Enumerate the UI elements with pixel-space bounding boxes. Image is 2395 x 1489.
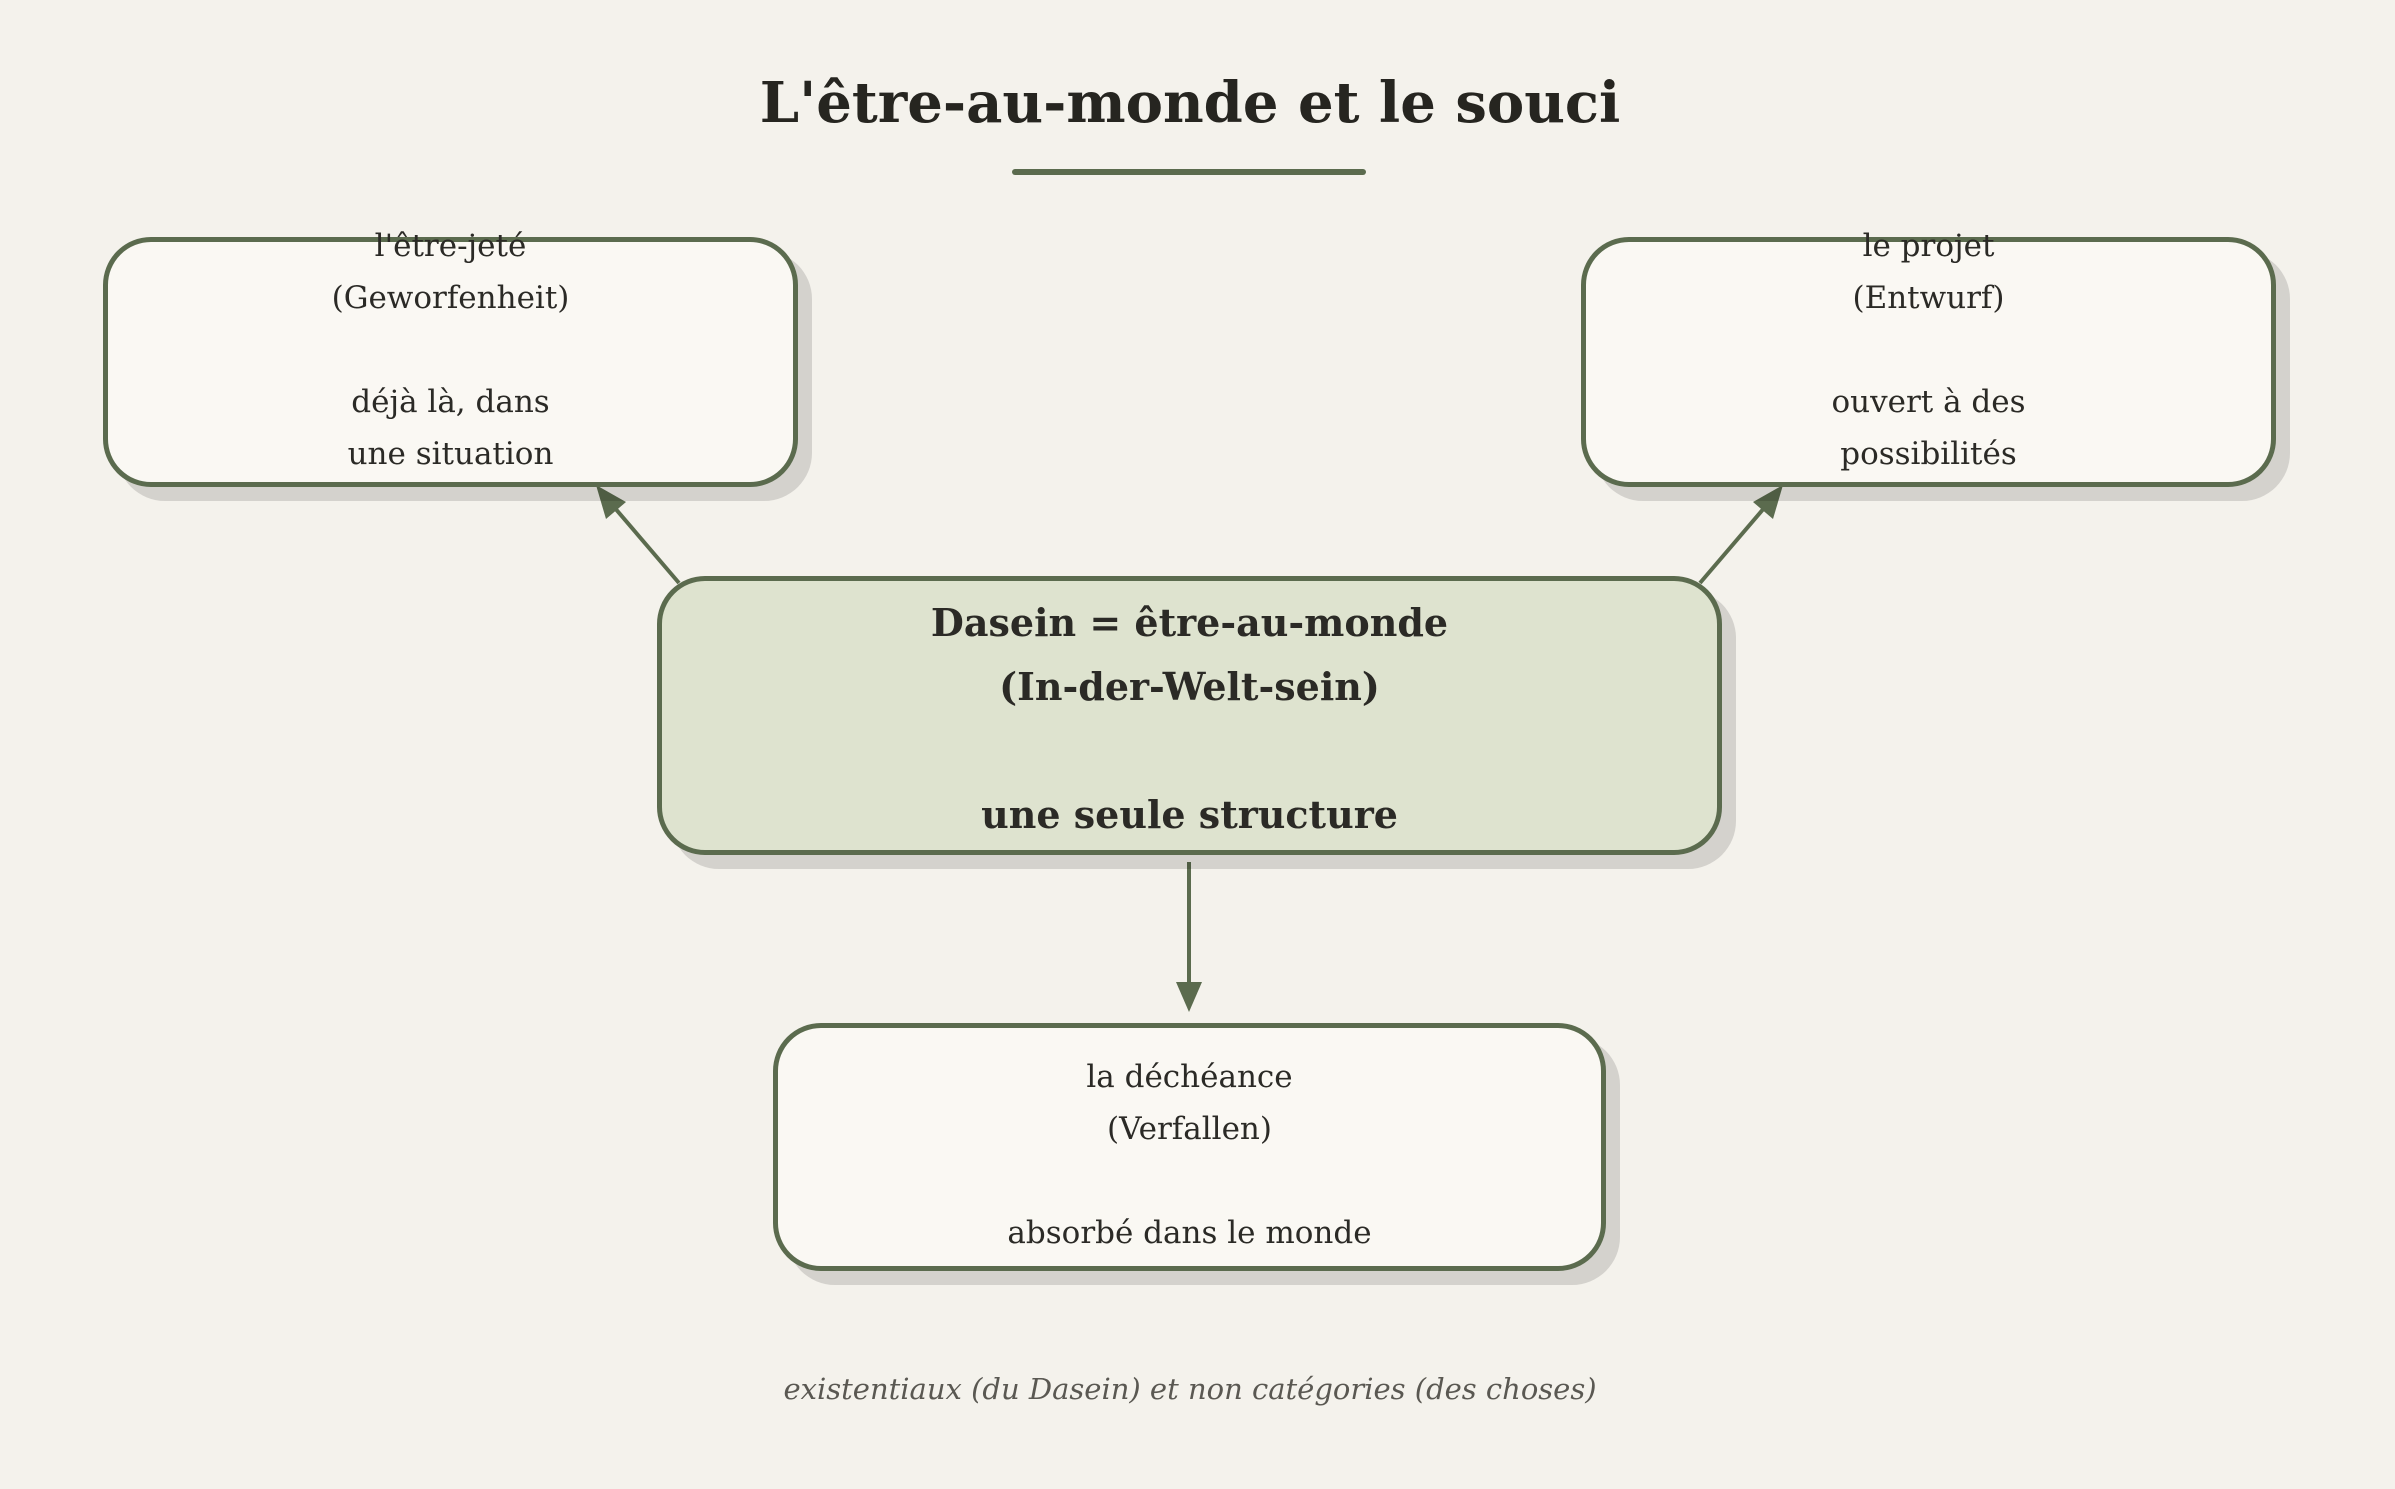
node-project-german: (Entwurf) — [1852, 280, 2005, 316]
node-project-name: le projet — [1862, 228, 1995, 264]
node-thrown-desc-1: déjà là, dans — [351, 384, 550, 420]
arrowhead-project — [1753, 485, 1783, 519]
arrowhead-fall — [1176, 982, 1202, 1012]
node-project-desc-1: ouvert à des — [1831, 384, 2026, 420]
node-fall-german: (Verfallen) — [1107, 1111, 1272, 1147]
node-project-desc-2: possibilités — [1840, 436, 2017, 472]
node-thrown-german: (Geworfenheit) — [331, 280, 570, 316]
footnote: existentiaux (du Dasein) et non catégori… — [783, 1372, 1597, 1406]
edge-center-to-project — [1698, 485, 1783, 585]
node-center-desc: une seule structure — [981, 792, 1398, 837]
node-dasein: Dasein = être-au-monde (In-der-Welt-sein… — [657, 576, 1722, 855]
edge-center-to-fall — [1176, 862, 1202, 1012]
node-falling: la déchéance (Verfallen) absorbé dans le… — [773, 1023, 1606, 1271]
edge-center-to-thrown — [596, 485, 681, 585]
node-center-german: (In-der-Welt-sein) — [999, 664, 1380, 709]
node-thrownness: l'être-jeté (Geworfenheit) déjà là, dans… — [103, 228, 798, 487]
arrowhead-thrown — [596, 485, 626, 519]
node-thrown-desc-2: une situation — [347, 436, 554, 472]
title-underline — [1012, 169, 1366, 175]
node-fall-name: la déchéance — [1086, 1059, 1293, 1095]
node-center-name: Dasein = être-au-monde — [930, 600, 1449, 645]
node-fall-desc: absorbé dans le monde — [1007, 1215, 1372, 1251]
diagram-title: L'être-au-monde et le souci — [759, 70, 1621, 136]
node-project: le projet (Entwurf) ouvert à des possibi… — [1581, 228, 2276, 487]
node-thrown-name: l'être-jeté — [374, 228, 527, 264]
